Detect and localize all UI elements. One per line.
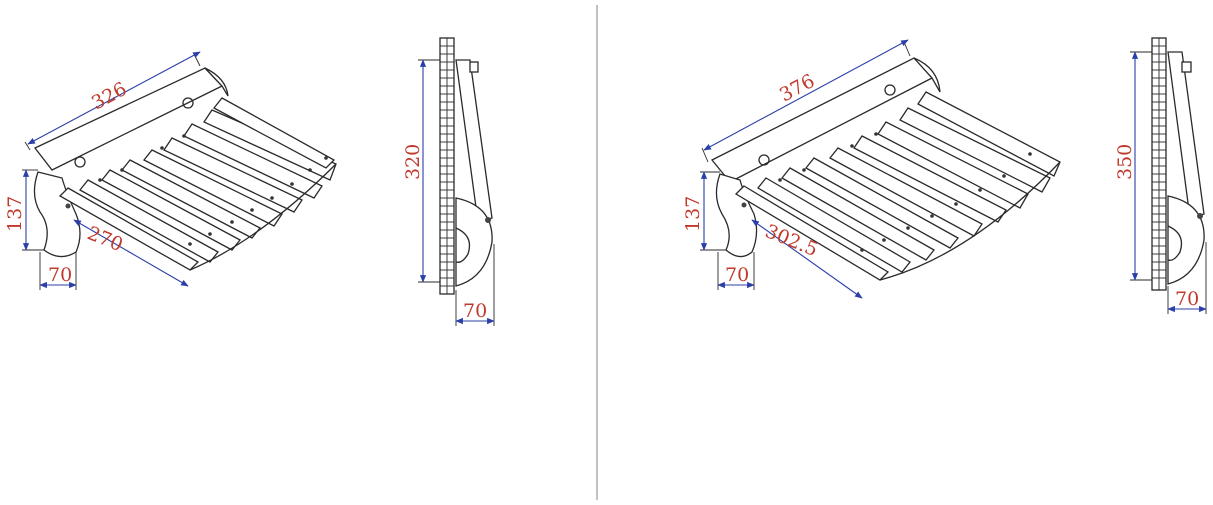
right-side-height-dimension: 350 — [1114, 51, 1152, 281]
right-height-dimension: 137 — [682, 171, 726, 251]
right-height-label: 137 — [682, 196, 704, 232]
left-offset-dimension: 70 — [39, 252, 77, 290]
right-seat-perspective — [710, 57, 1061, 281]
left-side-height-label: 320 — [402, 144, 424, 180]
right-side-height-label: 350 — [1114, 144, 1136, 180]
left-height-dimension: 137 — [4, 169, 44, 251]
right-offset-dimension: 70 — [717, 252, 755, 290]
left-seat-side-view — [439, 37, 493, 295]
left-side-offset-dimension: 70 — [455, 244, 495, 326]
right-width-label: 376 — [776, 70, 818, 106]
left-seat-perspective — [33, 67, 337, 271]
left-height-label: 137 — [4, 196, 26, 232]
left-side-offset-label: 70 — [463, 300, 487, 322]
right-offset-label: 70 — [725, 264, 749, 286]
left-side-height-dimension: 320 — [402, 59, 440, 283]
right-seat-side-view — [1151, 37, 1205, 291]
right-side-offset-dimension: 70 — [1167, 242, 1207, 314]
left-offset-label: 70 — [48, 264, 72, 286]
right-side-offset-label: 70 — [1175, 288, 1199, 310]
